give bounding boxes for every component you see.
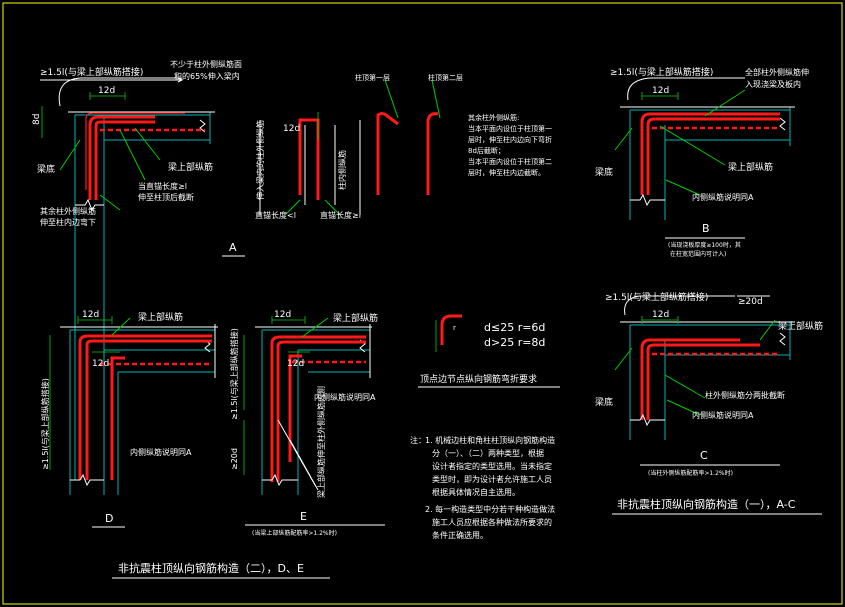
figure-a-label: A <box>229 241 237 254</box>
dim-12d-b: 12d <box>652 86 669 96</box>
dim-12d-c: 12d <box>652 310 669 320</box>
straight-hint-2: 伸至柱顶后截断 <box>138 192 194 202</box>
beam-top-bar-label-d: 梁上部纵筋 <box>138 311 183 323</box>
bend-title: 顶点边节点纵向钢筋弯折要求 <box>420 373 537 385</box>
detail-e: 12d 12d 梁上部纵筋 ≥1.5l(与梁上部纵筋搭接) ≥20d 内侧纵筋说… <box>112 310 385 579</box>
top-layer-1: 柱顶第一层 <box>355 73 390 82</box>
general-notes: 注： 1. 机械边柱和角柱柱顶纵向钢筋构造 分（一）、（二）两种类型，根据 设计… <box>410 435 555 540</box>
beam-top-bar-label-c: 梁上部纵筋 <box>778 320 823 332</box>
figure-e-label: E <box>300 510 307 523</box>
note-2-line-3: 条件正确选用。 <box>432 530 488 540</box>
straight-hint-1: 当直锚长度≥l <box>138 181 187 191</box>
fig-e-note: (当梁上部纵筋配筋率>1.2%时) <box>252 529 337 537</box>
title-left: 非抗震柱顶纵向钢筋构造（二），D、E <box>118 561 304 575</box>
note-1-line-1: 1. 机械边柱和角柱柱顶纵向钢筋构造 <box>425 435 555 445</box>
dim-8d: 8d <box>32 114 42 125</box>
beam-top-bar-label: 梁上部纵筋 <box>168 161 213 173</box>
detail-c: ≥1.5l(与梁上部纵筋搭接) ≥20d 12d 梁上部纵筋 梁底 柱外侧纵筋分… <box>595 291 823 515</box>
notes-title: 注： <box>410 435 426 445</box>
dim-12d-e: 12d <box>274 310 291 320</box>
dim-12d: 12d <box>98 86 115 96</box>
anchor-length-label-c: ≥1.5l(与梁上部纵筋搭接) <box>605 291 708 303</box>
inner-see-a-d: 内侧纵筋说明同A <box>130 447 192 457</box>
vertical-anchor-d: ≥1.5l(与梁上部纵筋搭接) <box>40 378 50 470</box>
dim-20d-c: ≥20d <box>738 297 763 307</box>
fig-c-note: (当柱外侧纵筋配筋率>1.2%时) <box>648 469 733 477</box>
other-bars-1: 其余柱外侧纵筋 <box>40 206 96 216</box>
anchor-length-label-b: ≥1.5l(与梁上部纵筋搭接) <box>610 66 713 78</box>
anchor-length-label: ≥1.5l(与梁上部纵筋搭接) <box>40 66 143 78</box>
note-1-line-4: 类型时，即为设计者允许施工人员 <box>432 474 552 484</box>
other-bars-2: 伸至柱内边弯下 <box>40 217 96 227</box>
fig-b-note-1: (当现浇板厚度≥100时，其 <box>668 241 741 249</box>
straight-ge: 直锚长度≥l <box>320 210 361 220</box>
note-line-4: 当本平面内设位于柱顶第二 <box>468 157 552 166</box>
beam-bottom-label-b: 梁底 <box>595 166 613 178</box>
bend-radius-r: r <box>453 324 456 332</box>
bend-rule-1: d≤25 r=6d <box>484 321 545 334</box>
beam-top-bar-label-b: 梁上部纵筋 <box>728 161 773 173</box>
inner-see-a-c: 内侧纵筋说明同A <box>692 410 754 420</box>
note-2-line-1: 2. 每一构造类型中分若干种构造做法 <box>425 504 555 514</box>
figure-b-label: B <box>702 222 710 235</box>
fig-b-note-2: 在柱宽范围内可计入) <box>670 250 726 258</box>
vertical-anchor-e: ≥1.5l(与梁上部纵筋搭接) <box>229 328 239 420</box>
beam-top-bar-label-e: 梁上部纵筋 <box>333 312 378 324</box>
bar-cut-two-batches: 柱外侧纵筋分两批截断 <box>705 390 785 400</box>
inner-see-a-b: 内侧纵筋说明同A <box>692 192 754 202</box>
dim-12d-d-inner: 12d <box>92 359 109 369</box>
top-layer-2: 柱顶第二层 <box>428 73 463 82</box>
figure-c-label: C <box>700 449 708 462</box>
detail-b: ≥1.5l(与梁上部纵筋搭接) 全部柱外侧纵筋伸 入现浇梁及板内 12d 梁底 … <box>595 66 809 258</box>
note-1-line-5: 根据具体情况自主选用。 <box>432 487 520 497</box>
note-all-bars-1: 全部柱外侧纵筋伸 <box>745 67 809 77</box>
col-inner-bar: 柱内侧纵筋 <box>337 150 347 190</box>
beam-bottom-label: 梁底 <box>37 163 55 175</box>
bend-detail: r d≤25 r=6d d>25 r=8d 顶点边节点纵向钢筋弯折要求 <box>418 314 560 388</box>
note-1-line-2: 分（一）、（二）两种类型，根据 <box>432 448 544 458</box>
note-65-line2: 积的65%伸入梁内 <box>174 71 240 81</box>
detail-top-left: ≥1.5l(与梁上部纵筋搭接) 不少于柱外侧纵筋面 积的65%伸入梁内 12d … <box>32 59 242 480</box>
note-line-3: 8d后截断； <box>468 146 505 155</box>
title-right: 非抗震柱顶纵向钢筋构造（一），A-C <box>617 497 796 511</box>
bend-rule-2: d>25 r=8d <box>484 336 545 349</box>
dim-12d-a: 12d <box>283 124 300 134</box>
note-65-line1: 不少于柱外侧纵筋面 <box>170 59 242 69</box>
detail-d: 12d 12d 梁上部纵筋 ≥1.5l(与梁上部纵筋搭接) 内侧纵筋说明同A D <box>40 310 218 528</box>
dim-20d-e: ≥20d <box>230 448 239 470</box>
dim-12d-d: 12d <box>82 310 99 320</box>
straight-lt: 直锚长度<l <box>255 210 296 220</box>
dim-12d-e-inner: 12d <box>287 359 304 369</box>
note-1-line-3: 设计者指定的类型选用。当未指定 <box>432 461 552 471</box>
note-line-1: 当本平面内设位于柱顶第一 <box>468 124 552 133</box>
note-line-5: 层时，伸至柱内边截断。 <box>468 168 545 177</box>
note-head: 其余柱外侧纵筋: <box>468 113 519 122</box>
inner-see-a-e: 内侧纵筋说明同A <box>314 392 376 402</box>
detail-a: 12d 伸入梁内的柱外侧纵筋 柱内侧纵筋 直锚长度<l 直锚长度≥l 柱顶第一层… <box>222 73 552 257</box>
note-2-line-2: 施工人员应根据各种做法所要求的 <box>432 517 552 527</box>
beam-bottom-label-c: 梁底 <box>595 396 613 408</box>
figure-d-label: D <box>105 512 113 525</box>
note-all-bars-2: 入现浇梁及板内 <box>745 79 801 89</box>
note-line-2: 层时，伸至柱内边向下弯折 <box>468 135 552 144</box>
col-outer-into-beam: 伸入梁内的柱外侧纵筋 <box>255 120 265 200</box>
beam-top-bar-to-inner: 梁上部纵筋伸至柱外侧纵筋内侧 <box>316 386 326 498</box>
